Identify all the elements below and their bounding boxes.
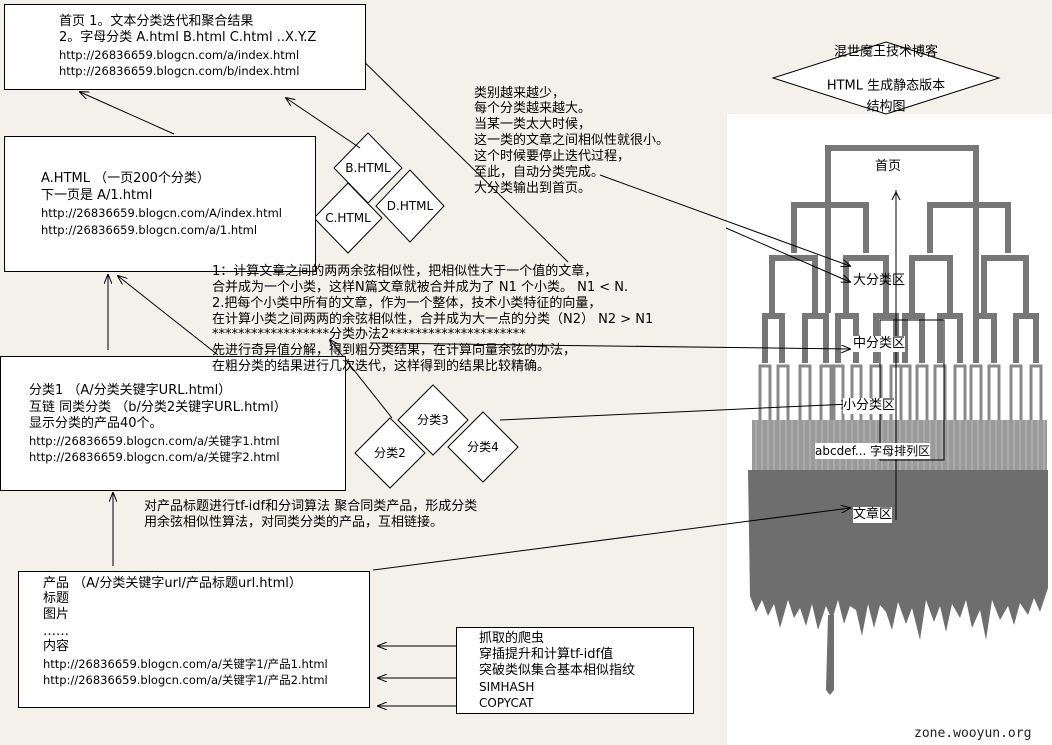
diamond-d-html [375,169,445,243]
note-middle-line: 在计算小类之间两两的余弦相似性，合并成为大一点的分类（N2） N2 > N1 [212,312,654,327]
crawler-line1: 抓取的爬虫 [479,631,545,646]
diamond-category-2 [354,417,426,489]
note-top-line: 类别越来越少， [474,86,566,101]
tree-label-home: 首页 [873,159,904,175]
home-box-line2: 2。字母分类 A.html B.html C.html ..X.Y.Z [59,30,317,45]
product-box-line3: 图片 [43,607,70,622]
category-box-url2[interactable]: http://26836659.blogcn.com/a/关键字2.html [29,450,280,464]
home-box-url2[interactable]: http://26836659.blogcn.com/b/index.html [59,64,300,78]
diamond-b-html-label: B.HTML [345,161,391,175]
note-middle-line: 1：计算文章之间的两两余弦相似性，把相似性大于一个值的文章， [212,264,598,279]
note-middle-line: ******************分类办法2*****************… [212,327,526,342]
connector-arrows [80,44,850,706]
note-top-line: 当某一类太大时候， [474,117,592,132]
diamond-category-4 [447,411,519,483]
note-top-line: 大分类输出到首页。 [474,181,592,196]
blog-diamond [771,41,1001,115]
article-zone-mass [748,470,1048,640]
crawler-line2: 穿插提升和计算tf-idf值 [479,647,614,662]
letter-box-url2[interactable]: http://26836659.blogcn.com/a/1.html [41,223,258,237]
category-box-line3: 显示分类的产品40个。 [29,416,163,431]
note-middle-line: 先进行奇异值分解，得到粗分类结果，在计算向量余弦的办法， [212,343,577,358]
watermark: zone.wooyun.org [914,726,1032,741]
category-box-line2: 互链 同类分类 （b/分类2关键字URL.html） [29,400,287,415]
crawler-line5: COPYCAT [479,696,534,710]
product-page-box: 产品 （A/分类关键字url/产品标题url.html） 标题 图片 …… 内容… [18,571,370,708]
note-top-line: 这一类的文章之间相似性就很小。 [474,133,670,148]
note-bottom-line: 对产品标题进行tf-idf和分词算法 聚合同类产品，形成分类 [144,499,478,514]
diamond-category-4-label: 分类4 [467,440,499,454]
tree-label-medium-category: 中分类区 [853,336,906,352]
tree-highlight-box [879,319,945,461]
crawler-line4: SIMHASH [479,680,535,694]
product-box-line4: …… [43,624,69,639]
tree-pointer-arrowhead [891,191,901,201]
note-top-line: 至此，自动分类完成。 [474,165,605,180]
diamond-c-html [313,182,383,254]
note-top-line: 每个分类越来越大。 [474,101,592,116]
note-bottom-line: 用余弦相似性算法，对同类分类的产品，互相链接。 [144,515,444,530]
letter-box-url1[interactable]: http://26836659.blogcn.com/A/index.html [41,206,283,220]
product-box-url1[interactable]: http://26836659.blogcn.com/a/关键字1/产品1.ht… [43,657,328,671]
note-top-line: 这个时候要停止迭代过程， [474,149,631,164]
category-box-url1[interactable]: http://26836659.blogcn.com/a/关键字1.html [29,434,280,448]
note-middle-line: 在粗分类的结果进行几次迭代，这样得到的结果比较精确。 [212,359,551,374]
diamond-c-html-label: C.HTML [325,211,371,225]
category-page-box: 分类1 （A/分类关键字URL.html） 互链 同类分类 （b/分类2关键字U… [0,356,346,491]
letter-box-line2: 下一页是 A/1.html [41,188,153,203]
note-middle-line: 合并成为一个小类，这样N篇文章就被合并成为了 N1 个小类。 N1 < N. [212,280,629,295]
note-middle-line: 2.把每个小类中所有的文章，作为一个整体，技术小类特征的向量， [212,296,602,311]
article-zone-drip [826,615,834,695]
tree-label-alphabetical: abcdef... 字母排列区 [815,443,931,459]
tree-label-small-category: 小分类区 [843,398,896,414]
diamond-category-3 [397,384,469,456]
home-box-title: 首页 1。文本分类迭代和聚合结果 [59,14,254,29]
product-box-url2[interactable]: http://26836659.blogcn.com/a/关键字1/产品2.ht… [43,673,328,687]
product-box-line5: 内容 [43,639,70,654]
diamond-d-html-label: D.HTML [386,199,434,213]
tree-leaves [758,364,1043,420]
blog-title: 混世魔王技术博客 [833,44,939,60]
tree-label-large-category: 大分类区 [853,273,906,288]
blog-subtitle: HTML 生成静态版本 [826,78,946,94]
product-box-title: 产品 （A/分类关键字url/产品标题url.html） [43,576,302,591]
letter-box-title: A.HTML （一页200个分类） [41,171,210,186]
letter-page-box: A.HTML （一页200个分类） 下一页是 A/1.html http://2… [4,136,316,272]
diamond-category-3-label: 分类3 [417,413,449,427]
crawler-line3: 突破类似集合基本相似指纹 [479,663,636,678]
home-page-box: 首页 1。文本分类迭代和聚合结果 2。字母分类 A.html B.html C.… [4,4,366,90]
product-box-line2: 标题 [43,591,70,606]
category-box-title: 分类1 （A/分类关键字URL.html） [29,383,232,398]
home-box-url1[interactable]: http://26836659.blogcn.com/a/index.html [59,48,300,62]
tree-label-articles: 文章区 [853,507,893,523]
diamond-category-2-label: 分类2 [374,446,406,460]
crawler-box: 抓取的爬虫 穿插提升和计算tf-idf值 突破类似集合基本相似指纹 SIMHAS… [456,627,694,714]
blog-caption: 结构图 [866,99,906,115]
